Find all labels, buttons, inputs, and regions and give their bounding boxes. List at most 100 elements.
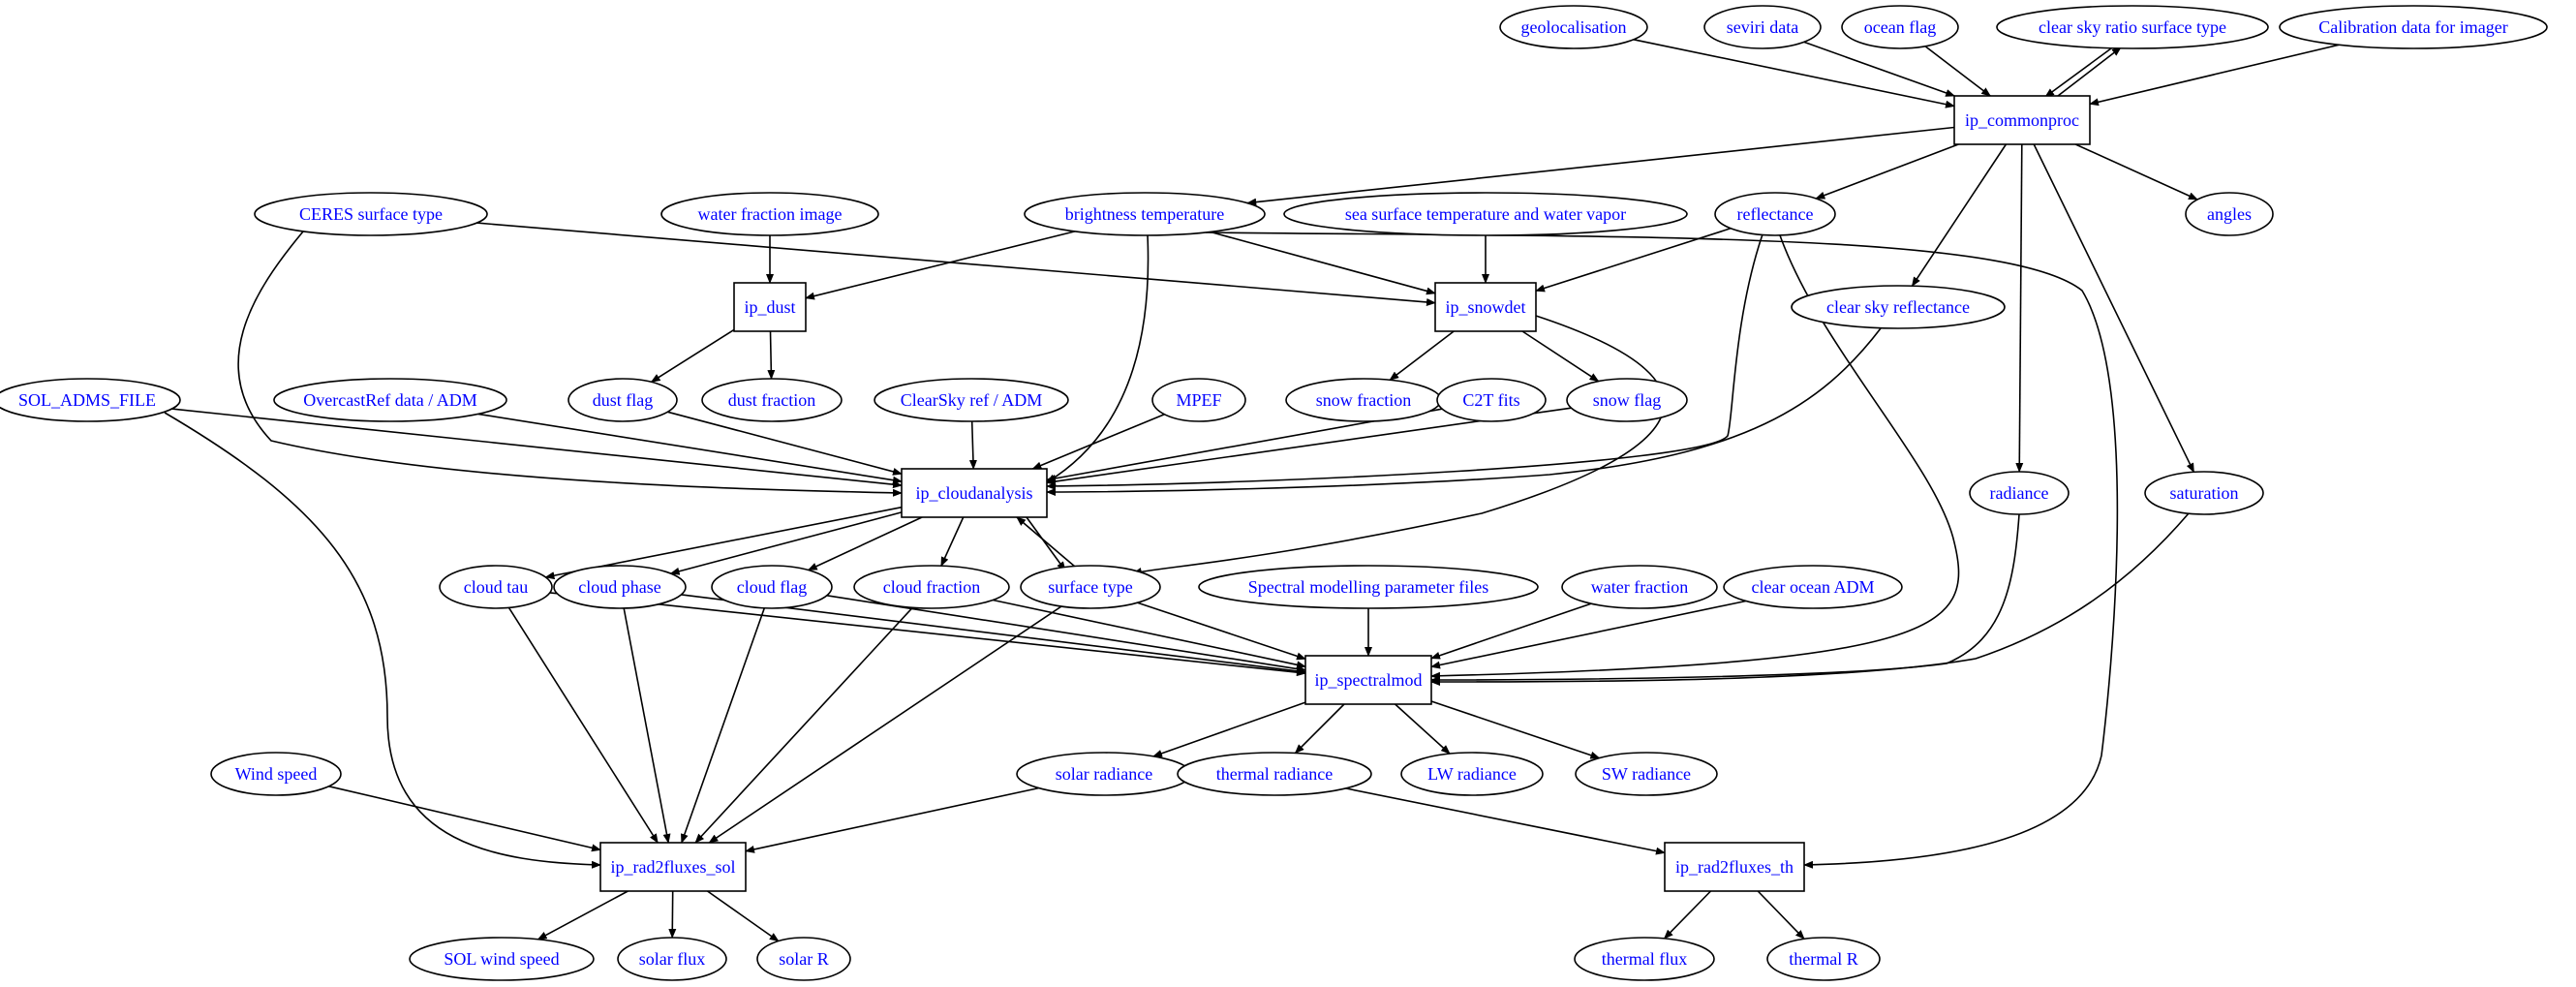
data-node-thermalR: thermal R — [1766, 937, 1881, 981]
edge-solfile-to-rad2sol — [164, 412, 601, 869]
data-node-wfimage: water fraction image — [660, 192, 879, 236]
node-label: LW radiance — [1427, 764, 1517, 784]
data-node-lwrad: LW radiance — [1400, 752, 1544, 796]
data-ellipse — [1575, 752, 1718, 796]
process-box — [1664, 842, 1805, 892]
data-ellipse — [567, 378, 678, 422]
node-label: solar radiance — [1056, 764, 1152, 784]
node-label: Spectral modelling parameter files — [1248, 577, 1488, 597]
node-label: snow fraction — [1316, 390, 1411, 410]
data-node-dustfrac: dust fraction — [701, 378, 843, 422]
node-label: ip_rad2fluxes_sol — [611, 857, 736, 877]
process-box — [733, 282, 807, 332]
process-node-snowdet: ip_snowdet — [1434, 282, 1537, 332]
data-node-sst: sea surface temperature and water vapor — [1283, 192, 1688, 236]
node-label: radiance — [1990, 483, 2049, 503]
node-label: snow flag — [1593, 390, 1662, 410]
node-label: ip_commonproc — [1965, 110, 2079, 130]
data-node-oceanflag: ocean flag — [1841, 5, 1959, 49]
data-ellipse — [439, 565, 553, 609]
data-ellipse — [1996, 5, 2269, 49]
node-label: solar flux — [639, 949, 705, 969]
edge-btemp-to-cloudanalysis — [1046, 234, 1150, 483]
data-node-solfile: SOL_ADMS_FILE — [0, 378, 181, 422]
node-label: Calibration data for imager — [2318, 17, 2507, 37]
edge-rad2sol-to-solarflux — [668, 890, 677, 939]
node-label: ocean flag — [1864, 17, 1936, 37]
edge-cloudflag-to-rad2sol — [681, 607, 766, 844]
edge-cloudanalysis-to-cloudflag — [807, 516, 923, 571]
edge-commonproc-to-angles — [2074, 143, 2198, 200]
edge-commonproc-to-csrefl — [1911, 143, 2008, 288]
node-label: cloud phase — [578, 577, 660, 597]
data-node-mpef: MPEF — [1151, 378, 1246, 422]
node-label: clear sky ratio surface type — [2039, 17, 2226, 37]
data-node-csrefl: clear sky reflectance — [1791, 285, 2006, 329]
node-label: surface type — [1048, 577, 1132, 597]
node-label: C2T fits — [1462, 390, 1519, 410]
data-ellipse — [756, 937, 851, 981]
node-label: brightness temperature — [1065, 204, 1224, 224]
edge-csrefl-to-cloudanalysis — [1046, 327, 1882, 496]
data-ellipse — [2185, 192, 2274, 236]
edge-dust-to-dustfrac — [767, 330, 776, 380]
edge-ceres-to-cloudanalysis — [237, 231, 903, 497]
process-box — [1953, 95, 2091, 145]
data-ellipse — [1723, 565, 1903, 609]
data-node-solarR: solar R — [756, 937, 851, 981]
node-label: ip_snowdet — [1446, 297, 1526, 317]
process-node-rad2sol: ip_rad2fluxes_sol — [599, 842, 747, 892]
edge-rad2sol-to-solarR — [707, 890, 780, 942]
edge-rad2sol-to-solwind — [537, 890, 629, 941]
data-node-c2t: C2T fits — [1436, 378, 1547, 422]
data-node-cloudfrac: cloud fraction — [853, 565, 1010, 609]
data-node-clearsky: ClearSky ref / ADM — [874, 378, 1069, 422]
data-ellipse — [0, 378, 181, 422]
data-ellipse — [210, 752, 342, 796]
data-ellipse — [2144, 471, 2264, 515]
node-label: reflectance — [1737, 204, 1814, 224]
edges-layer — [164, 39, 2340, 942]
node-label: CERES surface type — [299, 204, 443, 224]
data-ellipse — [1714, 192, 1836, 236]
edge-solfile-to-cloudanalysis — [171, 408, 903, 489]
edge-cloudanalysis-to-cloudfrac — [940, 516, 965, 568]
process-node-spectralmod: ip_spectralmod — [1304, 655, 1432, 705]
node-label: thermal R — [1789, 949, 1857, 969]
data-node-solarrad: solar radiance — [1016, 752, 1192, 796]
data-node-cloudphase: cloud phase — [553, 565, 687, 609]
node-label: water fraction image — [698, 204, 843, 224]
data-node-swrad: SW radiance — [1575, 752, 1718, 796]
data-node-waterfrac: water fraction — [1561, 565, 1718, 609]
edge-spectralmod-to-swrad — [1430, 700, 1601, 759]
edge-mpef-to-cloudanalysis — [1031, 413, 1165, 470]
data-ellipse — [1566, 378, 1688, 422]
edge-thermalrad-to-rad2th — [1345, 787, 1666, 855]
node-label: thermal radiance — [1216, 764, 1333, 784]
data-ellipse — [1020, 565, 1161, 609]
edge-cloudfrac-to-spectralmod — [993, 599, 1306, 669]
node-label: ip_spectralmod — [1315, 670, 1423, 690]
data-ellipse — [1151, 378, 1246, 422]
data-ellipse — [1841, 5, 1959, 49]
data-node-calib: Calibration data for imager — [2279, 5, 2548, 49]
edge-clearocean-to-spectralmod — [1430, 600, 1746, 669]
data-node-snowfrac: snow fraction — [1285, 378, 1442, 422]
edge-btemp-to-rad2th — [1205, 231, 2119, 869]
data-node-overcast: OvercastRef data / ADM — [273, 378, 507, 422]
node-label: MPEF — [1176, 390, 1221, 410]
edge-waterfrac-to-spectralmod — [1430, 602, 1592, 660]
node-label: saturation — [2170, 483, 2239, 503]
data-node-csratio: clear sky ratio surface type — [1996, 5, 2269, 49]
data-ellipse — [853, 565, 1010, 609]
data-node-solarflux: solar flux — [617, 937, 727, 981]
edge-refl-to-spectralmod — [1430, 234, 1960, 680]
data-ellipse — [1400, 752, 1544, 796]
node-label: ip_cloudanalysis — [916, 483, 1033, 503]
node-label: ip_rad2fluxes_th — [1675, 857, 1794, 877]
data-ellipse — [409, 937, 595, 981]
data-ellipse — [701, 378, 843, 422]
edge-geolocalisation-to-commonproc — [1633, 39, 1955, 108]
process-box — [901, 468, 1048, 518]
data-ellipse — [1969, 471, 2070, 515]
